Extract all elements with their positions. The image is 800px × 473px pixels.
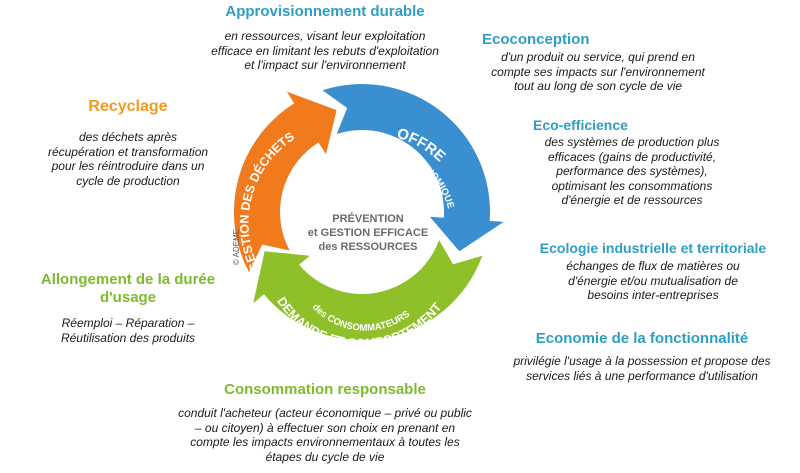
demande-arrow-segment	[253, 240, 483, 341]
fonctionnalite-block: Economie de la fonctionnalité privilégie…	[492, 330, 792, 383]
ecoefficience-line: d'énergie et de ressources	[561, 193, 703, 207]
consommation-title: Consommation responsable	[224, 381, 426, 398]
recyclage-line: récupération et transformation	[47, 144, 209, 159]
ademe-credit: © ADEME	[232, 229, 241, 265]
consommation-line: conduit l'acheteur (acteur économique – …	[178, 406, 472, 420]
ecoefficience-line: performance des systèmes),	[556, 164, 708, 178]
ecoefficience-line: efficaces (gains de productivité,	[547, 149, 717, 164]
consommation-block: Consommation responsable conduit l'achet…	[170, 381, 480, 464]
approvisionnement-block: Approvisionnement durable en ressources,…	[190, 3, 460, 73]
ecologie-line: échanges de flux de matières ou	[566, 259, 740, 273]
consommation-line: compte les impacts environnementaux à to…	[190, 435, 460, 449]
ecologie-line: d'énergie et/ou mutualisation de	[568, 273, 738, 288]
ecologie-title: Ecologie industrielle et territoriale	[539, 240, 767, 256]
ecoconception-block: Ecoconception d'un produit ou service, q…	[478, 31, 718, 94]
approvisionnement-line: en ressources, visant leur exploitation	[224, 29, 426, 43]
recyclage-title: Recyclage	[88, 98, 168, 115]
recyclage-line: cycle de production	[76, 173, 180, 188]
ecoefficience-line: des systèmes de production plus	[544, 135, 720, 149]
ecoconception-line: compte ses impacts sur l'environnement	[491, 64, 705, 79]
recyclage-line: pour les réintroduire dans un	[51, 159, 205, 173]
centre-line-2: et GESTION EFFICACE	[308, 227, 428, 239]
recyclage-block: Recyclage des déchets après récupération…	[28, 98, 228, 188]
ecoconception-line: tout au long de son cycle de vie	[513, 79, 683, 93]
allongement-block: Allongement de la durée d'usage Réemploi…	[18, 271, 238, 345]
approvisionnement-line: et l'impact sur l'environnement	[244, 58, 406, 72]
offre-arrow-segment	[322, 84, 504, 252]
allongement-line: Réutilisation des produits	[60, 330, 196, 345]
ecoefficience-line: optimisant les consommations	[551, 178, 713, 193]
approvisionnement-line: efficace en limitant les rebuts d'exploi…	[211, 43, 439, 58]
ecoefficience-title: Eco-efficience	[533, 117, 628, 133]
dechets-arrow-segment	[233, 91, 337, 273]
ecoefficience-block: Eco-efficience des systèmes de productio…	[527, 116, 737, 208]
allongement-line: Réemploi – Réparation –	[61, 316, 195, 330]
centre-line-3: des RESSOURCES	[318, 241, 417, 253]
consommation-line: – ou citoyen) à effectuer son choix en p…	[194, 420, 456, 435]
fonctionnalite-title: Economie de la fonctionnalité	[535, 330, 749, 347]
fonctionnalite-line: privilégie l'usage à la possession et pr…	[513, 354, 771, 368]
allongement-title: Allongement de la durée d'usage	[40, 271, 216, 306]
ecologie-line: besoins inter-entreprises	[587, 288, 719, 302]
consommation-line: étapes du cycle de vie	[265, 449, 385, 464]
centre-line-1: PRÉVENTION	[332, 212, 404, 225]
approvisionnement-title: Approvisionnement durable	[225, 3, 425, 20]
fonctionnalite-line: services liés à une performance d'utilis…	[526, 368, 758, 383]
ecoconception-title: Ecoconception	[482, 31, 590, 48]
ecologie-block: Ecologie industrielle et territoriale éc…	[518, 239, 788, 303]
ecoconception-line: d'un produit ou service, qui prend en	[501, 50, 695, 64]
recyclage-line: des déchets après	[78, 130, 178, 144]
